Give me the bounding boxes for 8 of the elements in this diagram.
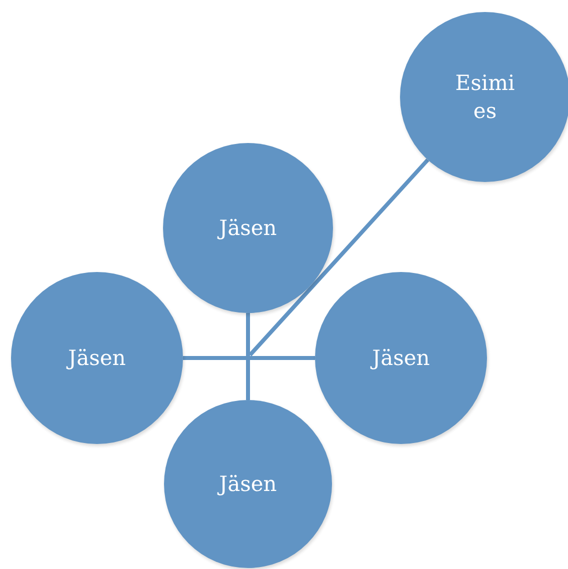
connector-line [248, 158, 430, 356]
node-label: Jäsen [219, 214, 277, 242]
node-label: Jäsen [372, 344, 430, 372]
connector-line [246, 313, 250, 400]
node-label: Jäsen [219, 470, 277, 498]
node-label: Jäsen [68, 344, 126, 372]
connector-line [183, 356, 315, 360]
node-label: Esimi es [454, 70, 516, 125]
